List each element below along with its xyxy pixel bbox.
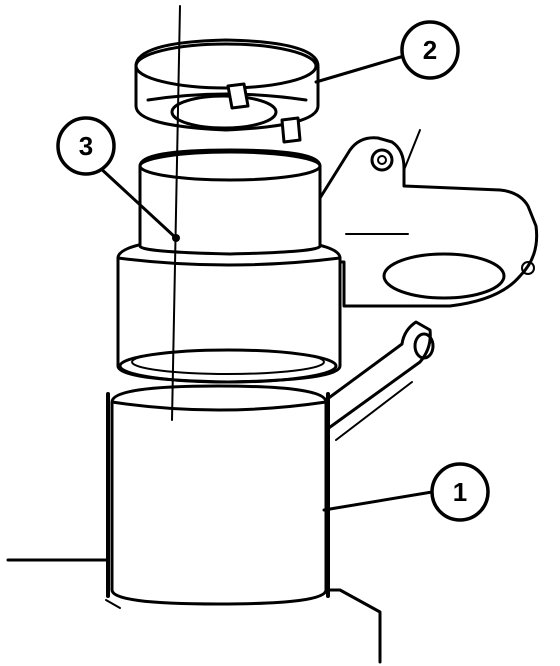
centerline — [171, 5, 181, 421]
leader-3-dot — [172, 234, 180, 242]
part-2-cap — [134, 38, 320, 144]
callout-3-label: 3 — [79, 131, 93, 161]
callout-1-circle — [430, 462, 490, 522]
callout-2-label: 2 — [423, 35, 437, 65]
callout-2-circle — [400, 20, 460, 80]
bench-base — [6, 558, 382, 664]
callout-2: 2 — [400, 20, 460, 80]
mounting-bracket — [318, 129, 539, 308]
callout-1-label: 1 — [453, 477, 467, 507]
leader-3 — [96, 164, 178, 240]
callout-3-circle — [56, 116, 116, 176]
leader-lines — [96, 54, 434, 512]
part-1-lower-cylinder — [106, 384, 330, 606]
callout-3: 3 — [56, 116, 116, 176]
part-3-housing — [116, 148, 342, 384]
leader-1 — [322, 490, 434, 512]
support-strut — [324, 320, 435, 441]
leader-2 — [314, 54, 406, 84]
callout-1: 1 — [430, 462, 490, 522]
